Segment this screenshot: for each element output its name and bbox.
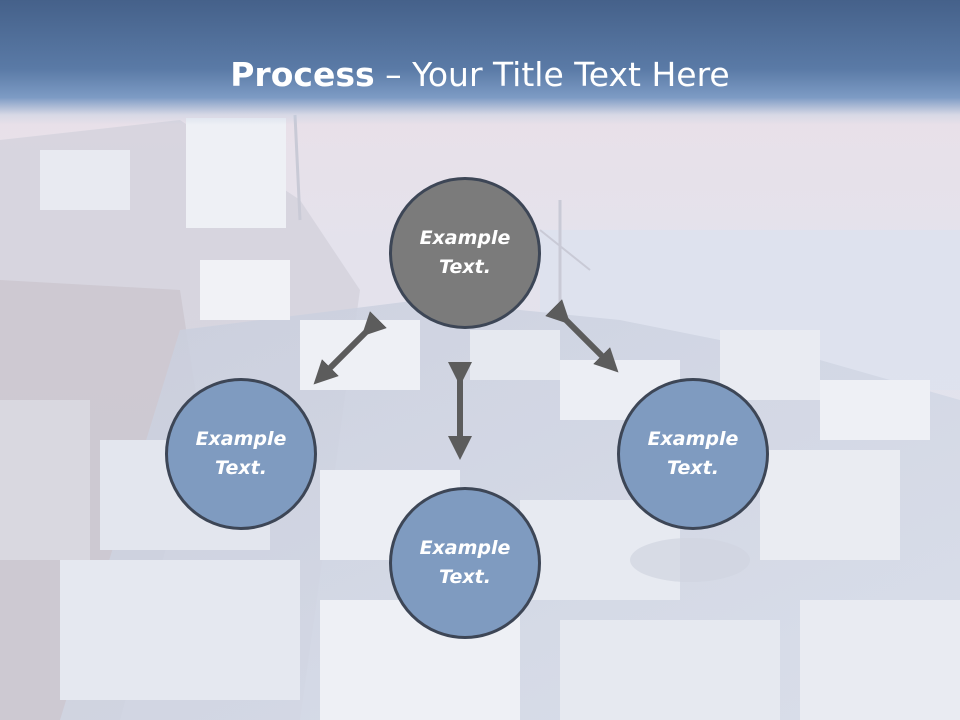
process-node-bottom: Example Text. <box>389 487 541 639</box>
process-node-top: Example Text. <box>389 177 541 329</box>
process-node-top-label: Example Text. <box>419 227 511 278</box>
slide-title: Process – Your Title Text Here <box>0 52 960 98</box>
process-node-left: Example Text. <box>165 378 317 530</box>
process-node-bottom-label: Example Text. <box>419 537 511 588</box>
process-node-right-label: Example Text. <box>647 428 739 479</box>
arrow-top-right <box>545 299 619 373</box>
arrow-top-left <box>313 311 387 385</box>
process-node-left-label: Example Text. <box>195 428 287 479</box>
process-node-right: Example Text. <box>617 378 769 530</box>
title-rest: – Your Title Text Here <box>374 55 730 94</box>
title-bold: Process <box>230 55 375 94</box>
title-bar <box>0 0 960 125</box>
